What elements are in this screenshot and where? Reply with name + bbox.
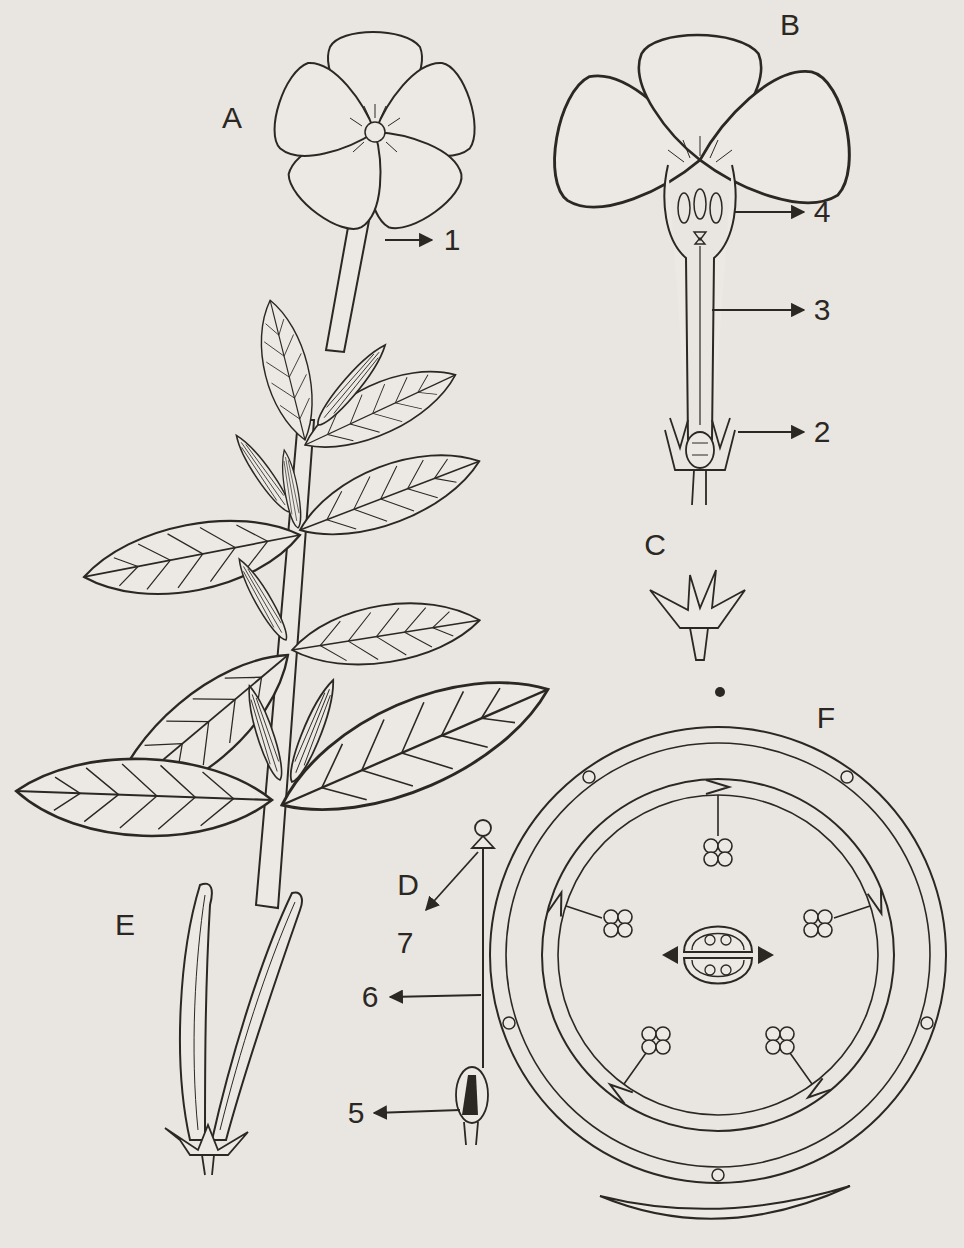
callout-number: 6 — [362, 982, 379, 1012]
callout-number: 1 — [444, 225, 461, 255]
flowering-shoot — [15, 32, 565, 908]
floral-diagram — [490, 687, 946, 1219]
leader-lines — [374, 212, 804, 1113]
callout-number: 2 — [814, 417, 831, 447]
figure-letter: C — [644, 530, 666, 560]
calyx — [650, 570, 745, 660]
pistil — [456, 820, 494, 1145]
figure-letter: D — [397, 870, 419, 900]
callout-number: 7 — [397, 928, 414, 958]
follicles — [165, 884, 302, 1175]
figure-letter: B — [780, 10, 800, 40]
callout-number: 5 — [348, 1098, 365, 1128]
figure-letter: F — [817, 703, 835, 733]
callout-number: 4 — [814, 197, 831, 227]
callout-number: 3 — [814, 295, 831, 325]
figure-letter: E — [115, 910, 135, 940]
flower-section — [546, 35, 861, 505]
figure-letter: A — [222, 103, 242, 133]
